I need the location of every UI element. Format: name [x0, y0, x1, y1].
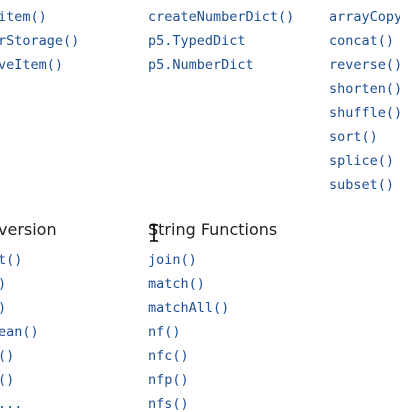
ref-link-storage[interactable]: rStorage() — [0, 33, 80, 49]
ref-link-number-dict[interactable]: p5.NumberDict — [148, 57, 254, 73]
ref-link-nfc[interactable]: nfc() — [148, 348, 189, 364]
ref-link-shuffle[interactable]: shuffle() — [329, 105, 400, 121]
ref-link-conv-3[interactable]: ) — [0, 300, 6, 316]
ref-link-concat[interactable]: concat() — [329, 33, 395, 49]
ref-link-conv-2[interactable]: ) — [0, 276, 6, 292]
ref-link-match-all[interactable]: matchAll() — [148, 300, 230, 316]
text-cursor-icon — [150, 224, 158, 242]
ref-link-conv-4[interactable]: ean() — [0, 324, 39, 340]
ref-link-item[interactable]: item() — [0, 9, 47, 25]
ref-link-conv-6[interactable]: () — [0, 372, 15, 388]
ref-link-conv-5[interactable]: () — [0, 348, 15, 364]
ref-link-sort[interactable]: sort() — [329, 129, 378, 145]
ref-link-conv-1[interactable]: t() — [0, 252, 23, 268]
ref-link-reverse[interactable]: reverse() — [329, 57, 400, 73]
section-heading-string-functions: String Functions — [148, 220, 278, 239]
ref-link-typed-dict[interactable]: p5.TypedDict — [148, 33, 246, 49]
ref-link-splice[interactable]: splice() — [329, 153, 395, 169]
section-heading-conversion: version — [0, 220, 57, 239]
ref-link-remove-item[interactable]: veItem() — [0, 57, 64, 73]
ref-link-subset[interactable]: subset() — [329, 177, 395, 193]
ref-link-nfs[interactable]: nfs() — [148, 396, 189, 412]
ref-link-nfp[interactable]: nfp() — [148, 372, 189, 388]
ref-link-match[interactable]: match() — [148, 276, 205, 292]
ref-link-join[interactable]: join() — [148, 252, 197, 268]
ref-link-conv-7[interactable]: ... — [0, 396, 23, 412]
ref-link-array-copy[interactable]: arrayCopy — [329, 9, 400, 25]
ref-link-create-number-dict[interactable]: createNumberDict() — [148, 9, 295, 25]
ref-link-shorten[interactable]: shorten() — [329, 81, 400, 97]
ref-link-nf[interactable]: nf() — [148, 324, 181, 340]
